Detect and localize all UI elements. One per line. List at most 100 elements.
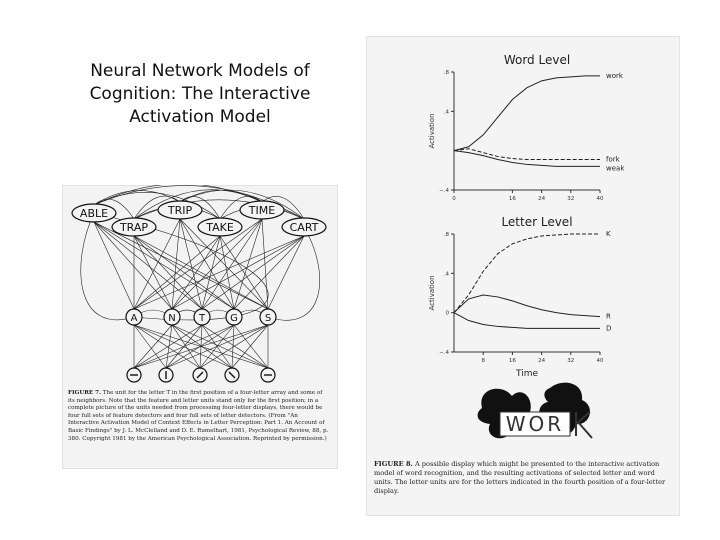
word-letter-connection (133, 235, 269, 310)
word-letter-connection (267, 235, 305, 310)
letter-feature-connection (165, 324, 173, 369)
word-letter-connection (219, 235, 235, 310)
y-tick-label: −.4 (439, 350, 449, 356)
word-word-inhibition (93, 198, 135, 220)
series-label: D (606, 324, 611, 332)
x-tick-label: 24 (538, 358, 545, 364)
outer-connection (267, 226, 320, 321)
word-word-inhibition (261, 196, 305, 220)
letter-feature-connection (133, 324, 233, 369)
word-letter-connection (93, 221, 135, 310)
chart-title: Letter Level (501, 215, 572, 229)
word-letter-connection (171, 218, 181, 310)
word-unit-label: TIME (248, 204, 275, 217)
letter-unit-node (125, 308, 143, 326)
word-unit-node (197, 217, 243, 237)
letter-unit-label: G (230, 313, 238, 324)
word-letter-connection (233, 218, 263, 310)
x-tick-label: 40 (597, 196, 604, 202)
letter-unit-label: N (168, 313, 175, 324)
word-letter-connection (93, 221, 235, 310)
letter-feature-connection (133, 324, 269, 369)
word-word-inhibition (179, 196, 221, 220)
x-tick-label: 32 (567, 358, 574, 364)
x-tick-label: 40 (597, 358, 604, 364)
word-unit-label: CART (290, 221, 319, 234)
feature-stroke-icon (196, 371, 204, 379)
letter-feature-connection (133, 324, 203, 369)
y-tick-label: .4 (444, 109, 450, 115)
letter-unit-node (163, 308, 181, 326)
word-letter-connection (219, 235, 269, 310)
x-tick-label: 16 (509, 196, 516, 202)
possible-display-image: WOR (477, 382, 593, 439)
word-word-inhibition (219, 196, 263, 220)
word-word-inhibition (133, 189, 263, 220)
letter-unit-node (225, 308, 243, 326)
letter-feature-connection (133, 324, 173, 369)
word-letter-connection (133, 218, 181, 310)
word-letter-connection (133, 235, 221, 310)
y-tick-label: .8 (444, 232, 450, 238)
y-tick-label: −.4 (439, 188, 449, 194)
y-axis-label: Activation (428, 113, 436, 148)
word-letter-connection (201, 235, 221, 310)
word-unit-label: TRIP (167, 204, 193, 217)
word-letter-connection (179, 218, 235, 310)
display-letter-box (499, 411, 571, 437)
series-label: K (606, 230, 611, 238)
word-unit-node (281, 217, 327, 237)
word-word-inhibition (179, 189, 305, 220)
word-unit-label: ABLE (80, 207, 108, 220)
series-label: fork (606, 156, 621, 164)
y-tick-label: .8 (444, 70, 450, 76)
series-line-d (453, 312, 600, 329)
letter-unit-label: A (131, 313, 138, 324)
letter-feature-connection (165, 324, 269, 369)
letter-feature-connection (231, 324, 269, 369)
letter-feature-connection (171, 324, 201, 369)
word-letter-connection (93, 221, 203, 310)
series-label: work (606, 72, 624, 80)
outer-connection (80, 212, 135, 320)
word-letter-connection (133, 235, 305, 310)
letter-feature-connection (171, 324, 269, 369)
figure7-caption-text: The unit for the letter T in the first p… (68, 390, 329, 442)
word-unit-node (111, 217, 157, 237)
figure7-caption-label: FIGURE 7. (68, 390, 101, 396)
letter-feature-connection (233, 324, 269, 369)
letter-feature-connection (201, 324, 269, 369)
word-letter-connection (233, 235, 305, 310)
word-unit-label: TRAP (119, 221, 148, 234)
word-word-inhibition (179, 189, 263, 203)
letter-feature-connection (133, 324, 235, 369)
series-line-work (453, 75, 600, 152)
x-tick-label: 8 (481, 358, 485, 364)
letter-feature-connection (231, 324, 235, 369)
figure8-caption-text: A possible display which might be presen… (374, 460, 666, 495)
word-letter-connection (133, 218, 263, 310)
x-tick-label: 16 (509, 358, 516, 364)
display-letters: WOR (506, 412, 564, 436)
word-letter-connection (171, 235, 305, 310)
chart-title: Word Level (504, 53, 570, 67)
partial-letter-k (575, 411, 593, 439)
y-tick-label: .4 (444, 271, 450, 277)
letter-feature-connection (171, 324, 233, 369)
word-unit-node (157, 200, 203, 220)
series-line-fork (453, 148, 600, 161)
letter-unit-node (193, 308, 211, 326)
letter-feature-connection (133, 324, 167, 369)
series-label: R (606, 313, 611, 321)
letter-unit-label: S (265, 313, 271, 324)
x-tick-label: 24 (538, 196, 545, 202)
figure8-caption: FIGURE 8. A possible display which might… (374, 460, 674, 496)
word-letter-connection (179, 218, 269, 310)
word-letter-connection (133, 235, 235, 310)
series-line-r (453, 294, 601, 318)
y-tick-label: 0 (446, 311, 450, 317)
feature-stroke-icon (228, 371, 236, 379)
series-line-weak (453, 150, 600, 167)
